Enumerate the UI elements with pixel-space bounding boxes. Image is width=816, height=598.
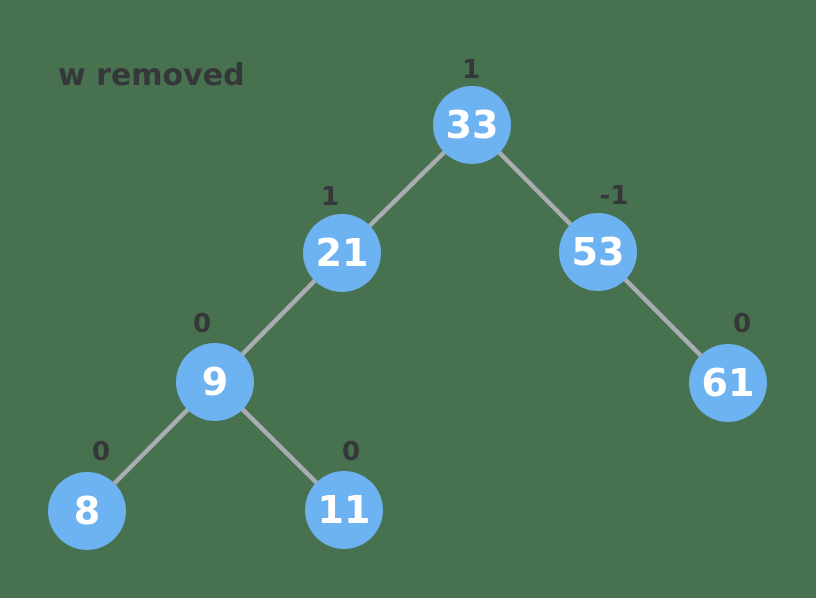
balance-factor-label-33: 1 xyxy=(461,55,481,85)
balance-factor-label-21: 1 xyxy=(320,182,340,212)
tree-node-8: 8 xyxy=(48,472,126,550)
tree-node-21: 21 xyxy=(303,214,381,292)
balance-factor-label-53: -1 xyxy=(599,181,629,211)
balance-factor-label-9: 0 xyxy=(192,309,212,339)
tree-node-53: 53 xyxy=(559,213,637,291)
tree-node-33: 33 xyxy=(433,86,511,164)
balance-factor-label-8: 0 xyxy=(91,437,111,467)
tree-node-9: 9 xyxy=(176,343,254,421)
tree-node-61: 61 xyxy=(689,344,767,422)
tree-node-11: 11 xyxy=(305,471,383,549)
balance-factor-label-61: 0 xyxy=(732,309,752,339)
balance-factor-label-11: 0 xyxy=(341,437,361,467)
operation-caption: w removed xyxy=(58,58,245,93)
